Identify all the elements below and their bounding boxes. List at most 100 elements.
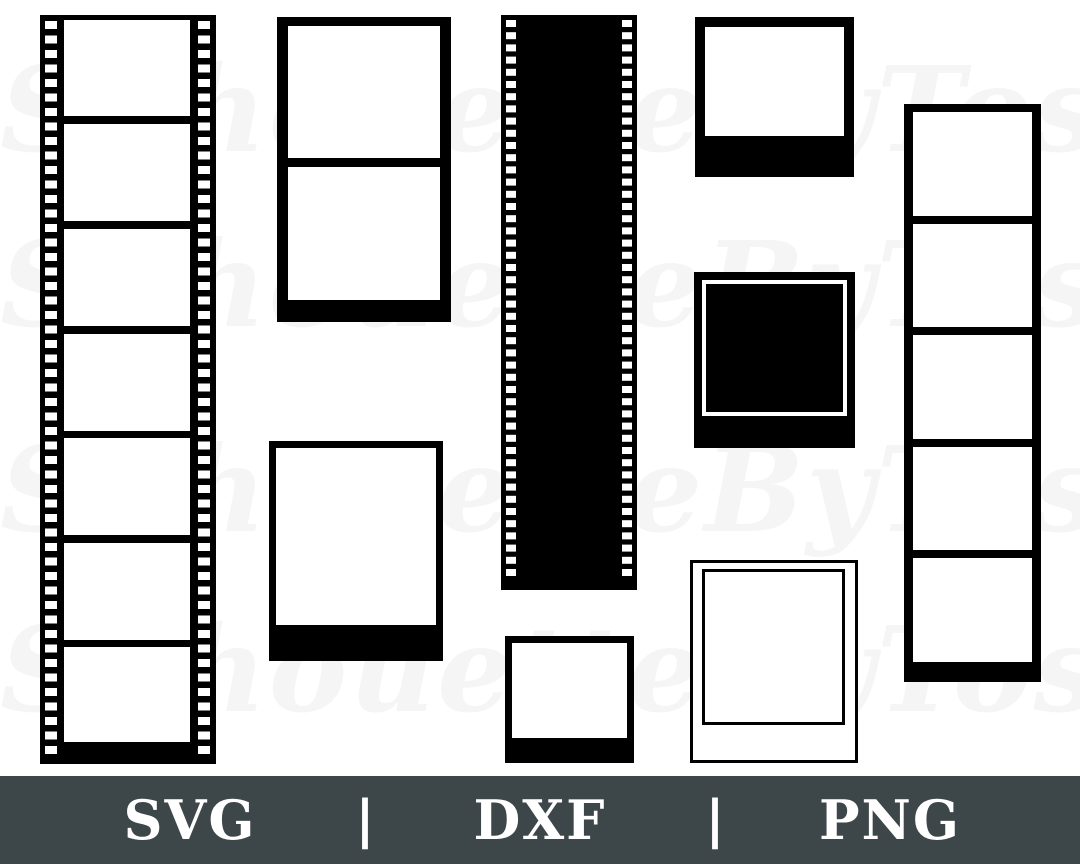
photo-strip-2-frames — [277, 17, 451, 322]
sprocket-hole — [45, 499, 57, 508]
sprocket-hole — [198, 543, 210, 551]
sprocket-hole — [506, 81, 516, 88]
sprocket-hole — [622, 532, 632, 540]
sprocket-hole — [198, 93, 210, 102]
sprocket-hole — [622, 68, 632, 76]
sprocket-hole — [506, 203, 516, 210]
sprocket-hole — [622, 349, 632, 357]
sprocket-hole — [622, 447, 632, 454]
sprocket-hole — [198, 528, 210, 537]
photo-booth-strip-5-frames — [904, 104, 1041, 682]
film-strip-long-7-frames — [40, 15, 216, 764]
sprocket-hole — [198, 137, 210, 145]
sprocket-hole — [622, 264, 632, 271]
sprocket-hole — [506, 312, 516, 320]
sprocket-hole — [198, 122, 210, 131]
sprocket-hole — [45, 166, 57, 174]
sprocket-hole — [622, 483, 632, 491]
sprocket-hole — [198, 383, 210, 392]
sprocket-hole — [622, 300, 632, 308]
sprocket-hole — [622, 239, 632, 247]
sprocket-hole — [45, 122, 57, 131]
sprocket-hole — [45, 137, 57, 145]
sprocket-hole — [506, 325, 516, 332]
sprocket-hole — [506, 361, 516, 369]
sprocket-hole — [198, 79, 210, 87]
sprocket-hole — [198, 354, 210, 363]
sprocket-hole — [45, 673, 57, 682]
sprocket-hole — [506, 264, 516, 271]
sprocket-hole — [45, 746, 57, 754]
sprocket-hole — [45, 79, 57, 87]
sprocket-hole — [622, 190, 632, 198]
format-png: PNG — [818, 788, 962, 852]
sprocket-hole — [45, 644, 57, 653]
sprocket-hole — [198, 427, 210, 435]
sprocket-hole — [506, 386, 516, 393]
sprocket-hole — [506, 556, 516, 564]
sprocket-hole — [45, 398, 57, 406]
sprocket-hole — [45, 456, 57, 464]
sprocket-hole — [198, 282, 210, 290]
sprocket-hole — [198, 238, 210, 247]
sprocket-hole — [622, 276, 632, 284]
sprocket-hole — [622, 251, 632, 259]
sprocket-hole — [506, 251, 516, 259]
sprocket-hole — [506, 44, 516, 52]
sprocket-hole — [45, 282, 57, 290]
sprocket-hole — [622, 81, 632, 88]
sprocket-hole — [506, 373, 516, 381]
frames-artwork — [40, 15, 1041, 764]
separator-2: | — [705, 790, 725, 850]
sprocket-hole — [45, 731, 57, 740]
sprocket-hole — [45, 296, 57, 305]
sprocket-hole — [45, 427, 57, 435]
format-banner: SVG | DXF | PNG — [0, 776, 1080, 864]
sprocket-hole — [622, 288, 632, 296]
sprocket-hole — [45, 325, 57, 334]
sprocket-hole — [198, 398, 210, 406]
sprocket-hole — [198, 499, 210, 508]
sprocket-hole — [198, 325, 210, 334]
sprocket-hole — [198, 659, 210, 667]
sprocket-hole — [506, 227, 516, 235]
sprocket-hole — [45, 180, 57, 189]
sprocket-hole — [45, 340, 57, 348]
sprocket-hole — [45, 151, 57, 160]
sprocket-hole — [198, 644, 210, 653]
instant-photo-outline — [690, 560, 858, 763]
sprocket-hole — [198, 456, 210, 464]
sprocket-hole — [506, 129, 516, 137]
sprocket-hole — [198, 731, 210, 740]
sprocket-hole — [45, 21, 57, 29]
sprocket-hole — [198, 50, 210, 58]
sprocket-hole — [45, 630, 57, 638]
sprocket-hole — [622, 166, 632, 174]
sprocket-hole — [45, 441, 57, 450]
format-svg: SVG — [123, 788, 257, 852]
sprocket-hole — [622, 325, 632, 332]
sprocket-hole — [198, 35, 210, 44]
sprocket-hole — [622, 215, 632, 223]
sprocket-hole — [45, 659, 57, 667]
sprocket-hole — [198, 470, 210, 479]
sprocket-hole — [506, 288, 516, 296]
sprocket-hole — [45, 528, 57, 537]
sprocket-hole — [45, 108, 57, 116]
instant-photo-wide — [695, 17, 854, 177]
sprocket-hole — [506, 337, 516, 345]
sprocket-hole — [198, 586, 210, 595]
sprocket-hole — [506, 495, 516, 503]
sprocket-hole — [622, 361, 632, 369]
sprocket-hole — [198, 180, 210, 189]
sprocket-hole — [45, 383, 57, 392]
sprocket-hole — [622, 32, 632, 40]
sprocket-hole — [198, 702, 210, 711]
sprocket-hole — [506, 459, 516, 467]
separator-1: | — [355, 790, 375, 850]
sprocket-hole — [622, 508, 632, 515]
sprocket-hole — [198, 224, 210, 232]
sprocket-hole — [506, 93, 516, 101]
sprocket-hole — [622, 105, 632, 113]
sprocket-hole — [45, 50, 57, 58]
